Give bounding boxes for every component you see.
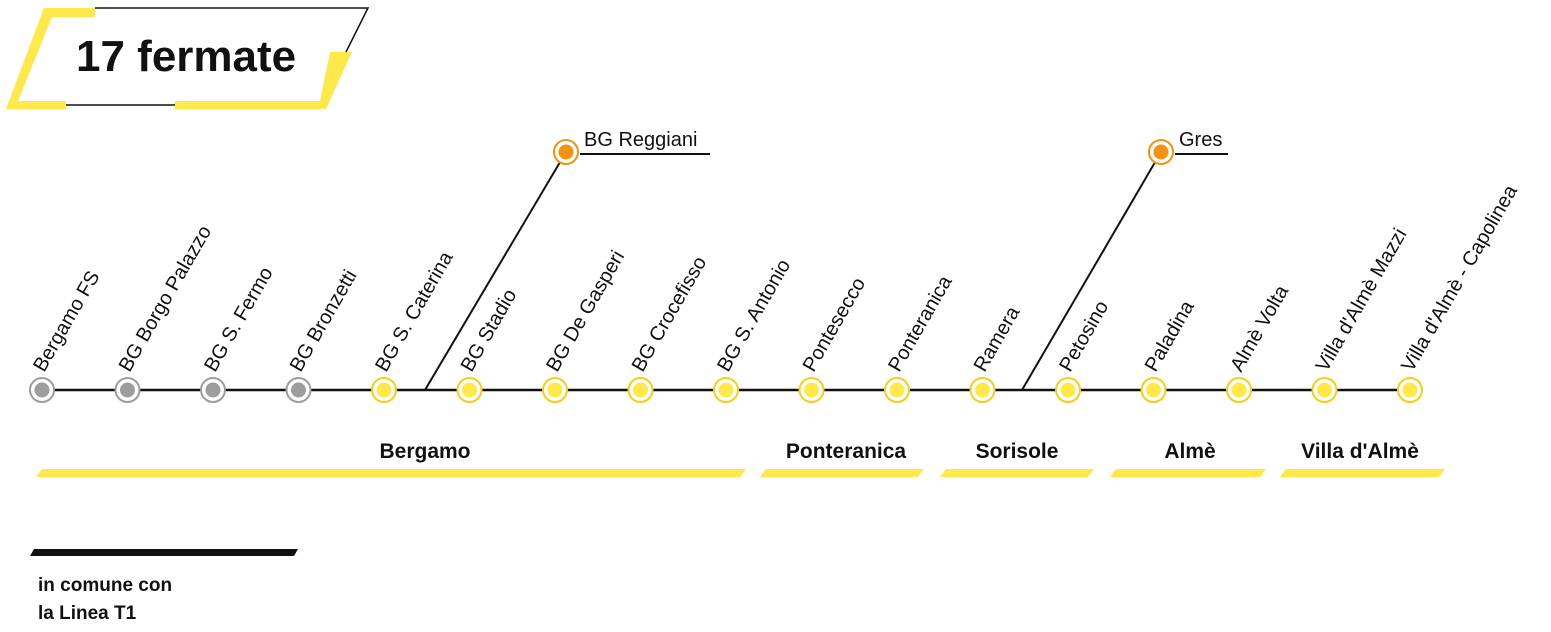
- stop-dot[interactable]: [462, 382, 477, 398]
- stop-label: Paladina: [1141, 296, 1199, 375]
- stop-label: BG De Gasperi: [542, 247, 629, 375]
- branch-line: [1021, 151, 1162, 391]
- stop[interactable]: Villa d'Almè - Capolinea: [1397, 181, 1522, 403]
- legend-line-1: in comune con: [38, 575, 172, 596]
- stop[interactable]: BG Crocefisso: [627, 253, 712, 403]
- badge-frame-yellow: [6, 8, 95, 109]
- stop-label: BG Borgo Palazzo: [115, 222, 216, 375]
- stop-label: BG Crocefisso: [628, 253, 712, 376]
- legend-line-2: la Linea T1: [38, 603, 137, 624]
- branch-station-label: BG Reggiani: [584, 129, 697, 151]
- stop[interactable]: BG S. Caterina: [371, 247, 458, 403]
- stop-dot[interactable]: [1060, 382, 1076, 398]
- stop-dot[interactable]: [804, 382, 819, 398]
- stop[interactable]: Ponteranica: [884, 271, 957, 403]
- stop[interactable]: BG De Gasperi: [542, 247, 629, 403]
- stop-label: BG Bronzetti: [286, 266, 362, 375]
- stop[interactable]: BG Stadio: [456, 286, 522, 403]
- stop[interactable]: Petosino: [1055, 297, 1113, 403]
- legend-swatch: [30, 549, 298, 556]
- badge-frame-yellow-right: [175, 52, 352, 109]
- stop[interactable]: Almè Volta: [1226, 281, 1294, 403]
- stop-dot[interactable]: [291, 382, 306, 398]
- stop-dot[interactable]: [1231, 382, 1247, 398]
- stop-dot[interactable]: [547, 382, 563, 398]
- stop[interactable]: Ramera: [969, 302, 1025, 403]
- zone-bergamo: Bergamo: [36, 440, 746, 477]
- stop[interactable]: Pontesecco: [798, 274, 870, 403]
- stop-label: Ramera: [970, 302, 1025, 375]
- zone-label: Bergamo: [379, 440, 470, 463]
- zone-bar: [1110, 469, 1266, 477]
- title-badge: 17 fermate: [6, 7, 370, 109]
- zone-label: Ponteranica: [786, 440, 907, 463]
- stop-dot[interactable]: [718, 382, 734, 398]
- zone-alme: Almè: [1110, 440, 1266, 477]
- stop-dot[interactable]: [120, 382, 135, 398]
- branch-station-dot[interactable]: [558, 144, 574, 160]
- stop-label: BG S. Antonio: [713, 256, 795, 376]
- stop[interactable]: BG Borgo Palazzo: [114, 222, 216, 403]
- stop[interactable]: BG Bronzetti: [285, 266, 362, 403]
- zone-bar: [36, 469, 746, 477]
- stop-label: Ponteranica: [884, 271, 957, 375]
- stop-label: Villa d'Almè Mazzi: [1312, 225, 1412, 376]
- badge-title: 17 fermate: [76, 32, 296, 81]
- stop-label: Bergamo FS: [29, 267, 104, 375]
- zone-bar: [940, 469, 1094, 477]
- zone-label: Villa d'Almè: [1301, 440, 1419, 463]
- stop-label: Petosino: [1055, 297, 1113, 375]
- stop-label: BG Stadio: [457, 286, 522, 376]
- badge-frame-outline: [95, 7, 370, 53]
- zone-bar: [1280, 469, 1445, 477]
- branch-station-dot[interactable]: [1153, 144, 1169, 160]
- stop-dot[interactable]: [376, 382, 392, 398]
- zone-sorisole: Sorisole: [940, 440, 1094, 477]
- stop-dot[interactable]: [1146, 382, 1161, 398]
- stop[interactable]: BG S. Fermo: [200, 263, 278, 403]
- stop-label: BG S. Fermo: [200, 263, 277, 375]
- stop-dot[interactable]: [205, 382, 221, 398]
- zone-villa-d-alme: Villa d'Almè: [1280, 440, 1445, 477]
- zone-ponteranica: Ponteranica: [760, 440, 924, 477]
- branch-station-label: Gres: [1179, 129, 1222, 151]
- stop[interactable]: BG S. Antonio: [713, 256, 795, 403]
- stop[interactable]: Paladina: [1140, 296, 1199, 403]
- stop-label: Pontesecco: [799, 274, 870, 376]
- stop-dot[interactable]: [1402, 382, 1418, 398]
- stop-dot[interactable]: [889, 382, 905, 398]
- zone-label: Sorisole: [976, 440, 1059, 463]
- stop-dot[interactable]: [975, 382, 990, 398]
- zone-bar: [760, 469, 924, 477]
- stop-dot[interactable]: [1317, 382, 1332, 398]
- stop-dot[interactable]: [34, 382, 50, 398]
- stop[interactable]: Bergamo FS: [29, 267, 104, 403]
- stop[interactable]: Villa d'Almè Mazzi: [1311, 225, 1412, 403]
- zone-label: Almè: [1164, 440, 1215, 463]
- stop-label: Almè Volta: [1226, 281, 1293, 376]
- stop-dot[interactable]: [633, 382, 648, 398]
- branch-reggiani: BG Reggiani: [424, 129, 710, 391]
- branch-line: [424, 151, 567, 391]
- branch-gres: Gres: [1021, 129, 1228, 391]
- legend: in comune con la Linea T1: [30, 549, 298, 624]
- stop-label: Villa d'Almè - Capolinea: [1397, 181, 1522, 376]
